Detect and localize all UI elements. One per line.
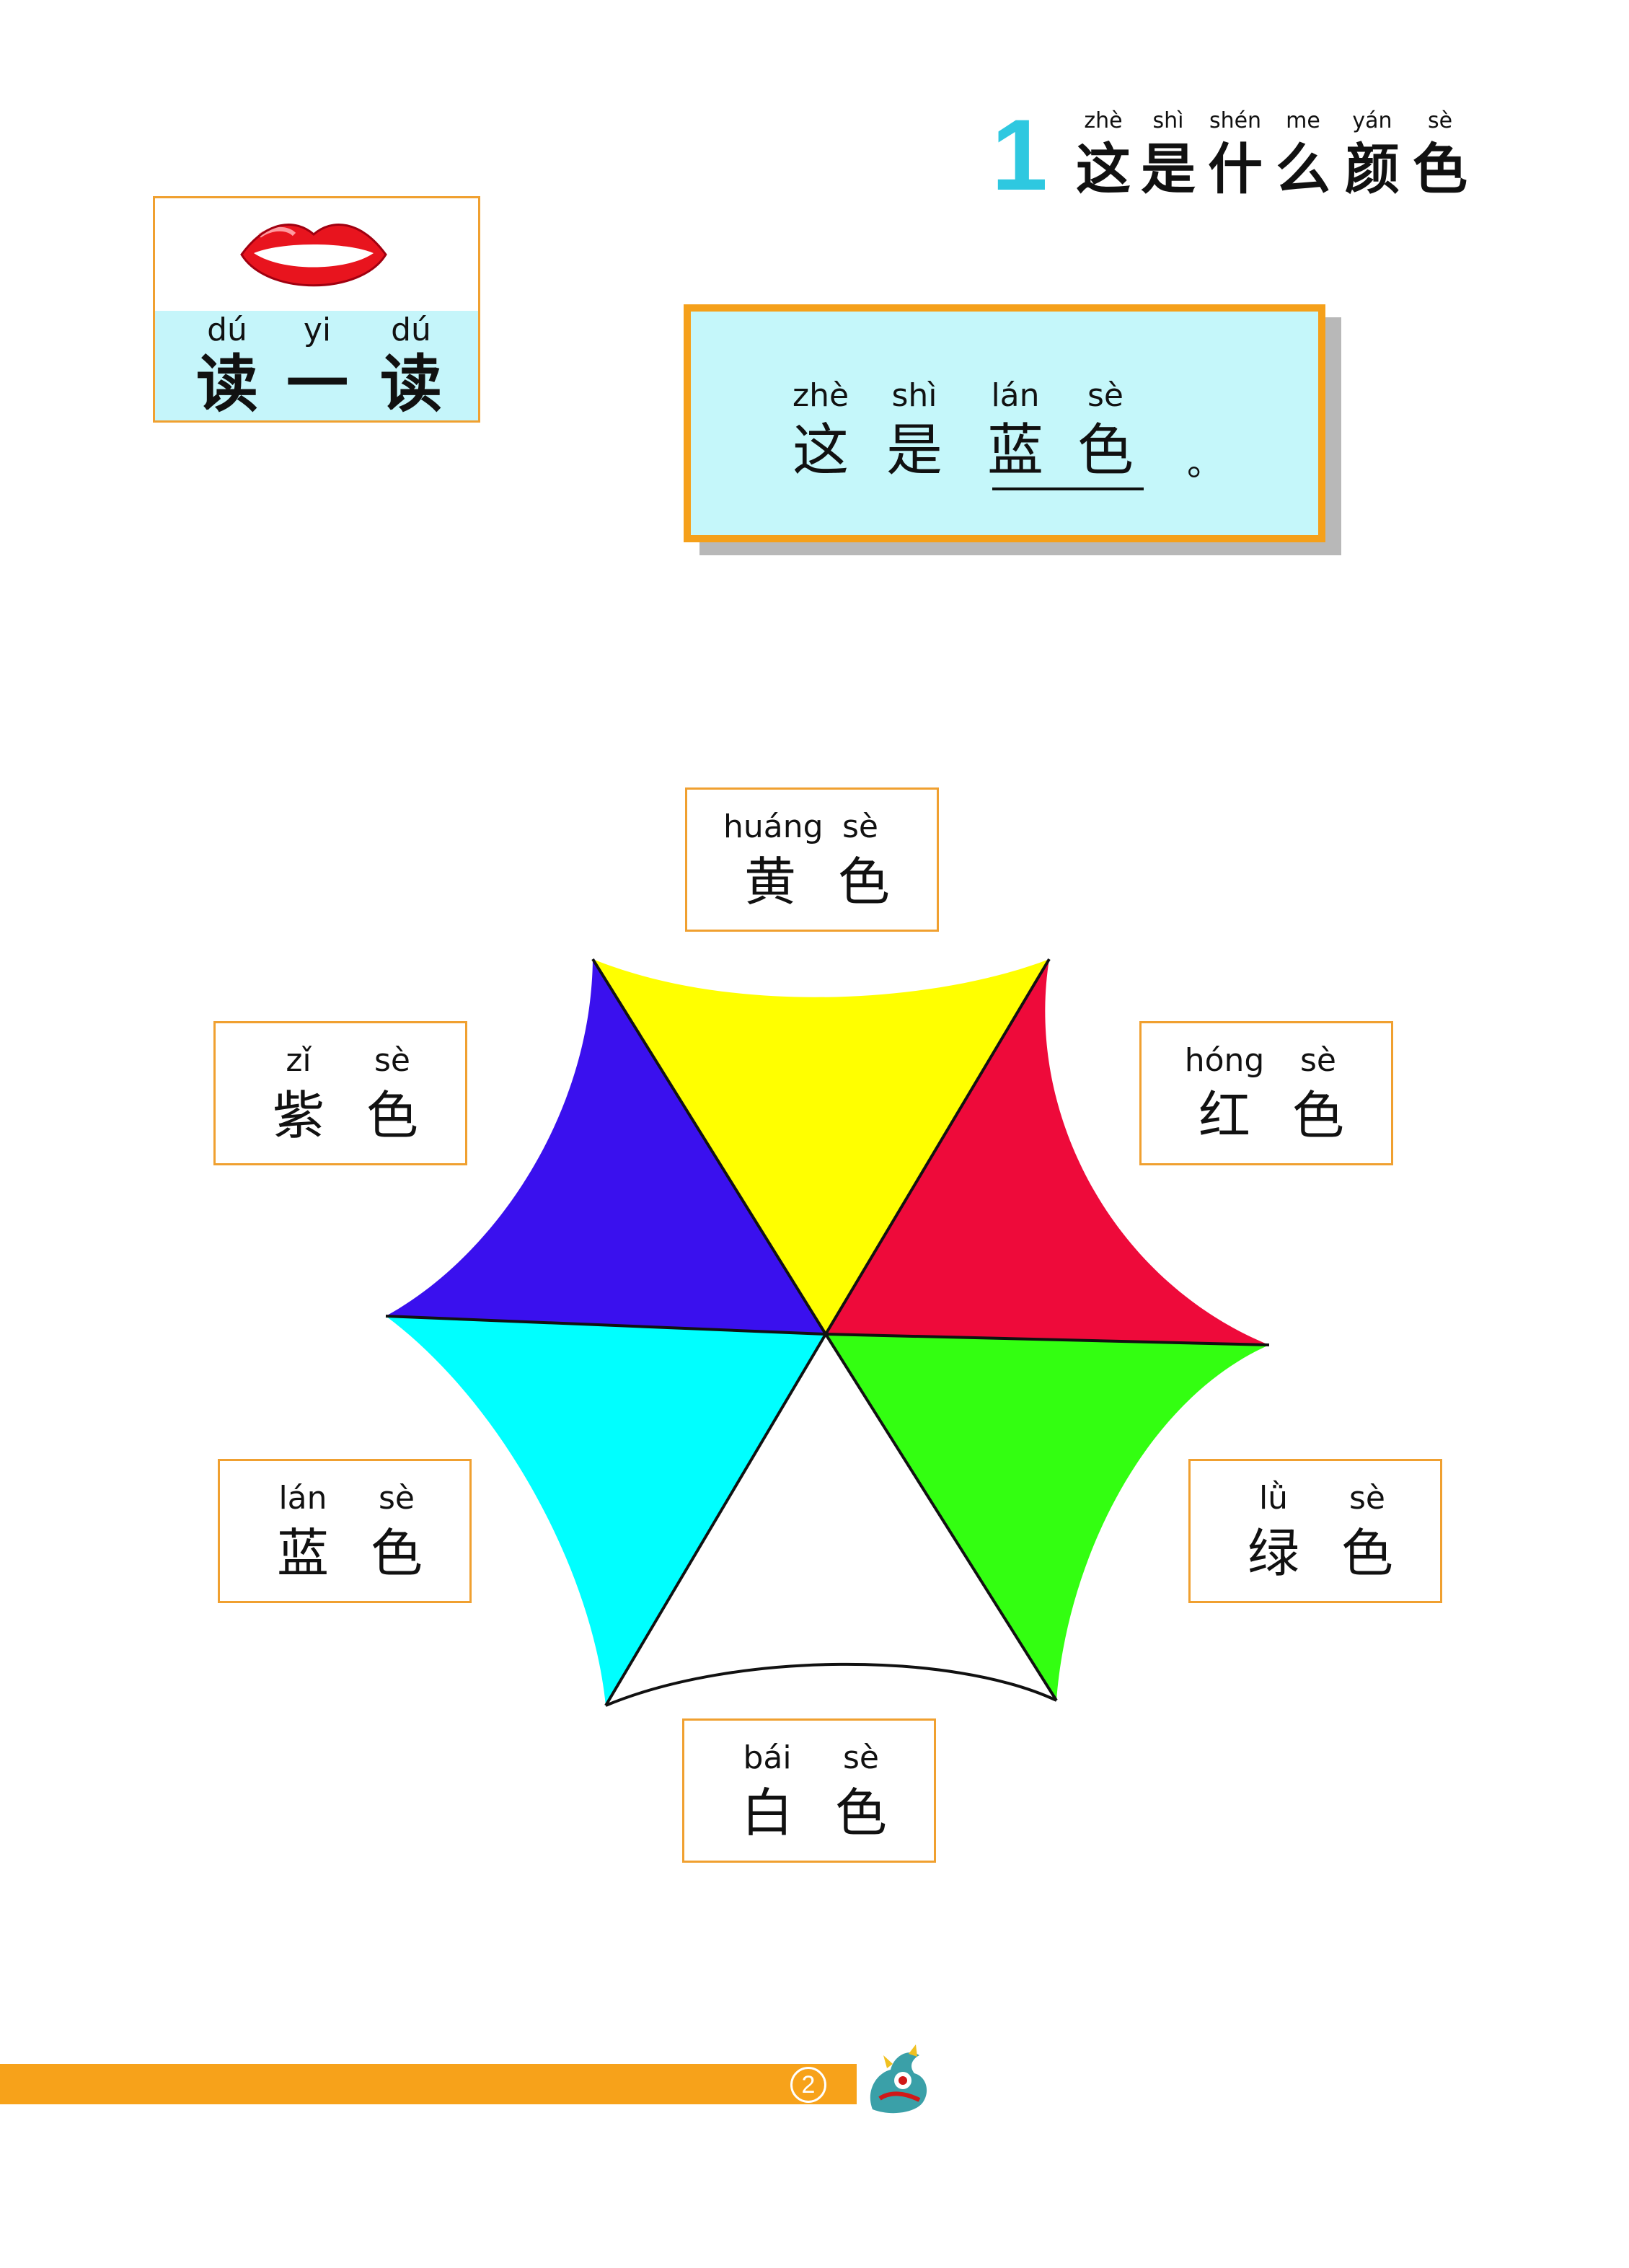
title-pinyin: zhè [1084,108,1123,133]
label-white: bái sè 白 色 [682,1718,936,1863]
sentence-pinyin: lán [991,377,1040,414]
label-pinyin: huáng [723,808,824,845]
title-pinyin: shì [1152,108,1184,133]
label-char: 白 [741,1783,793,1843]
dragon-mascot-icon [870,2044,927,2114]
label-char: 紫 [272,1085,325,1146]
label-char: 黄 [743,852,796,912]
label-char: 色 [837,852,890,912]
title-pinyin: sè [1427,108,1453,133]
lips-icon [240,224,387,287]
title-char: 颜 [1345,137,1400,201]
wheel-dividers [385,958,1270,1707]
read-aloud-pinyin: yi [303,312,332,348]
label-char: 色 [370,1523,423,1584]
title-char: 什 [1208,137,1263,201]
read-aloud-char: 读 [196,348,258,420]
label-pinyin: bái [743,1739,792,1776]
title-char: 这 [1076,137,1131,201]
label-char: 蓝 [276,1523,329,1584]
sentence-pinyin: sè [1087,377,1123,414]
title-char: 色 [1413,137,1467,201]
label-pinyin: sè [374,1042,410,1079]
footer-bar [0,2064,857,2104]
label-pinyin: sè [842,808,878,845]
label-pinyin: zǐ [286,1042,312,1079]
sentence-char: 这 [792,418,849,483]
read-aloud-pinyin: dú [391,312,431,348]
read-aloud-band [155,311,478,420]
label-pinyin: sè [1300,1042,1336,1079]
title-pinyin: shén [1209,108,1262,133]
read-aloud-box: dú yi dú 读 一 读 [153,196,480,423]
white-segment [606,1334,1056,1706]
label-red: hóng sè 红 色 [1139,1021,1393,1165]
green-segment [826,1334,1269,1700]
label-char: 红 [1198,1085,1250,1146]
label-char: 色 [1341,1523,1393,1584]
read-aloud-char: 读 [380,348,442,420]
label-pinyin: hóng [1184,1042,1265,1079]
label-green: lǜ sè 绿 色 [1188,1459,1442,1603]
sentence-pinyin: shì [891,377,937,414]
fill-in-underline [992,487,1144,490]
lesson-number: 1 [992,98,1048,211]
label-char: 色 [366,1085,418,1146]
color-hexagon-wheel [385,958,1270,1707]
title-pinyin: yán [1352,108,1392,133]
label-pinyin: sè [379,1480,415,1517]
label-char: 色 [834,1783,887,1843]
blue-segment [386,1316,826,1706]
red-segment [826,959,1269,1345]
yellow-segment [593,959,1049,1334]
page-number: 2 [790,2067,826,2103]
label-purple: zǐ sè 紫 色 [213,1021,467,1165]
sentence-pinyin: zhè [792,377,849,414]
sentence-box: zhè shì lán sè 这 是 蓝 色 。 [684,304,1325,542]
sentence-period: 。 [1187,442,1223,484]
label-blue: lán sè 蓝 色 [218,1459,472,1603]
label-char: 绿 [1247,1523,1299,1584]
read-aloud-char: 一 [286,348,348,420]
sentence-char: 是 [886,418,942,483]
label-char: 色 [1292,1085,1344,1146]
label-pinyin: lǜ [1258,1480,1289,1517]
label-pinyin: sè [843,1739,879,1776]
title-char: 是 [1141,137,1196,201]
title-pinyin: me [1286,108,1320,133]
label-pinyin: lán [278,1480,327,1517]
label-yellow: huáng sè 黄 色 [685,787,939,932]
sentence-char-blank: 色 [1077,418,1134,483]
purple-segment [386,959,826,1334]
sentence-char-blank: 蓝 [986,418,1043,483]
title-char: 么 [1276,137,1330,201]
read-aloud-pinyin: dú [207,312,247,348]
label-pinyin: sè [1349,1480,1385,1517]
